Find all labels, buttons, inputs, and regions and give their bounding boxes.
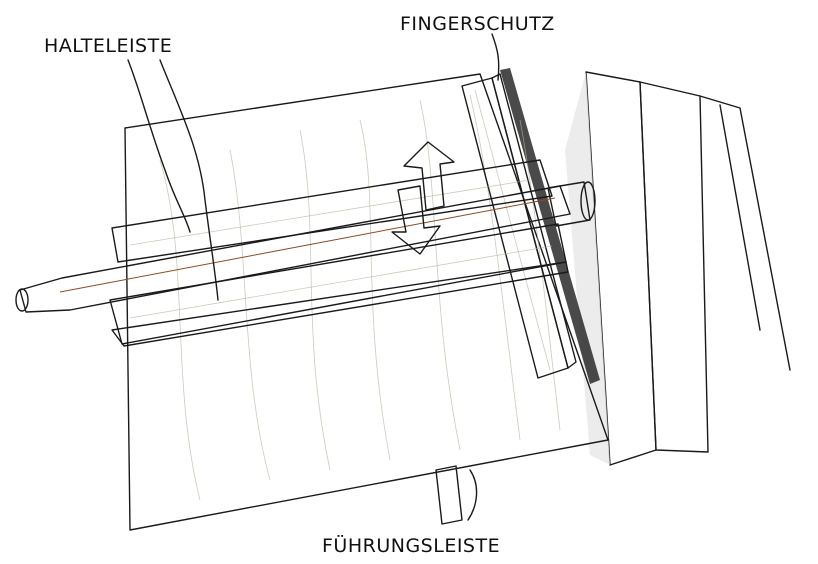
saw-fence <box>565 71 791 466</box>
leader-lines <box>127 33 500 521</box>
dowel <box>15 181 596 313</box>
double-arrow-up-down-icon <box>391 141 455 255</box>
label-fingerschutz: FINGERSCHUTZ <box>400 13 555 35</box>
guide-strip <box>435 465 463 525</box>
label-halteleiste: HALTELEISTE <box>44 35 172 57</box>
label-fuehrungsleiste: FÜHRUNGSLEISTE <box>322 534 500 557</box>
base-board <box>124 73 609 531</box>
holding-strip-lower <box>109 223 569 347</box>
holding-strip-upper <box>111 159 553 263</box>
